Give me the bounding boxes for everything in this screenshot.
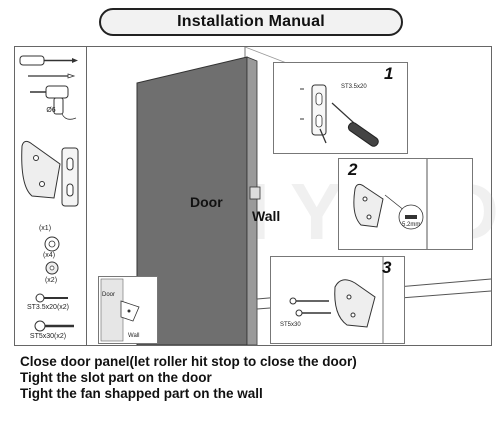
step-3-number: 3	[382, 258, 392, 277]
door-detail-svg	[100, 278, 140, 342]
step-2-svg	[353, 159, 428, 249]
bracket-part-icon	[21, 140, 79, 207]
ring-quantity: (x4)	[42, 252, 56, 259]
step-3-panel	[270, 256, 405, 344]
screw-st5-label: ST5x30(x2)	[29, 333, 67, 340]
step-3-screw-label: ST5x30	[280, 322, 301, 328]
parts-divider	[86, 46, 87, 346]
step-1-number: 1	[384, 64, 394, 83]
instruction-line-2: Tight the slot part on the door	[20, 370, 212, 385]
step-1-svg	[300, 84, 379, 147]
screw-st35-icon	[35, 293, 68, 303]
step-1-screw-label: ST3.5x20	[341, 84, 367, 90]
parts-svg	[19, 55, 79, 332]
drill-icon	[30, 85, 77, 120]
washer-icon	[45, 261, 59, 275]
spacer-ring-icon	[44, 236, 60, 252]
door-panel	[136, 56, 248, 345]
instruction-line-1: Close door panel(let roller hit stop to …	[20, 354, 357, 369]
pencil-icon	[28, 73, 76, 79]
wall-bracket	[249, 186, 261, 200]
step-3-svg	[289, 257, 384, 343]
drill-size-label: Ø6	[46, 107, 56, 114]
door-detail-inset	[98, 276, 158, 344]
step-2-number: 2	[348, 160, 358, 179]
screw-st35-label: ST3.5x20(x2)	[26, 304, 70, 311]
manual-title-box: Installation Manual	[99, 8, 403, 36]
step-2-size-label: 5.2mm	[402, 222, 421, 228]
door-label: Door	[190, 194, 223, 210]
inset-door-label: Door	[102, 292, 116, 298]
manual-title: Installation Manual	[177, 13, 325, 30]
illustration-frame	[14, 46, 492, 346]
screwdriver-icon	[19, 55, 78, 66]
step-1-panel	[273, 62, 408, 154]
door-scene-svg	[136, 47, 491, 345]
step-2-panel	[338, 158, 473, 250]
inset-wall-label: Wall	[128, 333, 140, 339]
washer-quantity: (x2)	[44, 277, 58, 284]
wall-label: Wall	[252, 208, 281, 224]
instruction-line-3: Tight the fan shapped part on the wall	[20, 386, 263, 401]
screw-st5-icon	[34, 320, 74, 332]
bracket-quantity: (x1)	[38, 225, 52, 232]
